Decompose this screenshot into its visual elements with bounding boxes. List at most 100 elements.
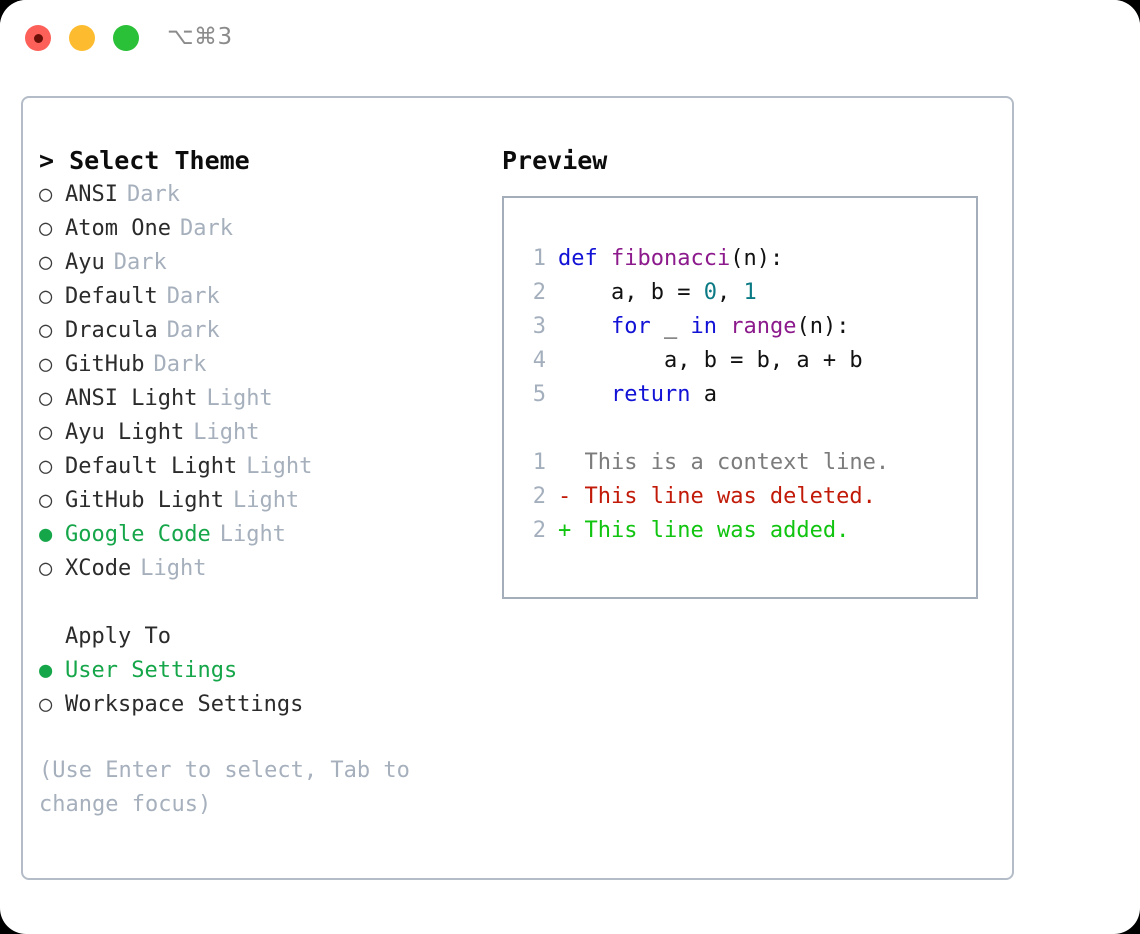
theme-name: Google Code [65,522,211,547]
theme-option-ayu[interactable]: ○ Ayu Dark [39,246,469,280]
line-number: 2 [532,280,546,305]
token-fn: range [730,314,797,339]
theme-variant-tag: Light [140,556,207,581]
token-num: 0 [703,280,717,305]
theme-name: Default Light [65,454,238,479]
line-number: 4 [532,348,546,373]
diff-body: This is a context line. [584,450,890,475]
theme-name: Dracula [65,318,158,343]
line-number: 2 [532,484,546,509]
diff-line-del: 2- This line was deleted. [520,480,976,514]
token-plain: _ [650,314,691,339]
diff-body: This line was added. [584,518,850,543]
diff-line-ctx: 1 This is a context line. [520,446,976,480]
theme-variant-tag: Dark [166,284,220,309]
code-text: for _ in range(n): [558,310,849,344]
radio-selected-icon: ● [39,658,53,683]
diff-text: - This line was deleted. [558,480,876,514]
theme-variant-tag: Light [246,454,313,479]
token-kw: for [610,314,651,339]
diff-text: + This line was added. [558,514,849,548]
radio-empty-icon: ○ [39,318,53,343]
diff-marker: - [558,484,585,509]
code-text: a, b = 0, 1 [558,276,757,310]
theme-name: Default [65,284,158,309]
apply-option-user-settings[interactable]: ● User Settings [39,654,469,688]
token-plain [558,314,611,339]
theme-variant-tag: Light [206,386,273,411]
maximize-button[interactable] [113,25,139,51]
apply-option-label: Workspace Settings [65,692,304,717]
radio-empty-icon: ○ [39,420,53,445]
radio-empty-icon: ○ [39,250,53,275]
theme-option-atom-one[interactable]: ○ Atom One Dark [39,212,469,246]
theme-name: Ayu [65,250,105,275]
diff-line-add: 2 + This line was added. [520,514,976,548]
title-bar: ⌥⌘3 [0,0,1140,78]
theme-option-ansi-light[interactable]: ○ ANSI Light Light [39,382,469,416]
radio-empty-icon: ○ [39,556,53,581]
preview-header: Preview [502,146,608,175]
select-theme-header: > Select Theme [39,146,250,175]
token-kw: def [558,246,611,271]
window-controls [25,25,139,51]
theme-name: ANSI [65,182,118,207]
theme-variant-tag: Dark [179,216,233,241]
theme-name: XCode [65,556,132,581]
theme-variant-tag: Dark [153,352,207,377]
code-text: def fibonacci(n): [558,242,783,276]
radio-empty-icon: ○ [39,216,53,241]
code-text: return a [558,378,717,412]
radio-empty-icon: ○ [39,386,53,411]
theme-option-xcode[interactable]: ○ XCode Light [39,552,469,586]
token-plain: a [690,382,717,407]
apply-option-label: User Settings [65,658,238,683]
theme-name: GitHub Light [65,488,224,513]
apply-option-workspace-settings[interactable]: ○ Workspace Settings [39,688,469,722]
theme-variant-tag: Dark [113,250,167,275]
apply-to-list: ● User Settings ○ Workspace Settings [39,654,469,722]
token-plain: (n): [730,246,784,271]
token-plain [558,382,611,407]
theme-name: ANSI Light [65,386,198,411]
theme-variant-tag: Light [232,488,300,513]
apply-to-header: Apply To [65,624,171,649]
line-number: 5 [532,382,546,407]
close-button[interactable] [25,25,51,51]
token-plain: , [716,280,744,305]
minimize-button[interactable] [69,25,95,51]
code-line: 3 for _ in range(n): [520,310,976,344]
token-plain: a, b = [558,280,704,305]
code-diff-spacer [520,412,976,446]
radio-empty-icon: ○ [39,352,53,377]
token-plain [717,314,730,339]
keyboard-hint: (Use Enter to select, Tab to change focu… [39,758,424,817]
diff-body: This line was deleted. [584,484,876,509]
radio-empty-icon: ○ [39,692,53,717]
code-line: 5 return a [520,378,976,412]
radio-selected-icon: ● [39,522,53,547]
diff-text: This is a context line. [558,446,890,480]
radio-empty-icon: ○ [39,284,53,309]
token-kw: return [610,382,691,407]
theme-variant-tag: Dark [166,318,220,343]
theme-option-dracula[interactable]: ○ Dracula Dark [39,314,469,348]
theme-option-default-light[interactable]: ○ Default Light Light [39,450,469,484]
line-number: 2 [532,518,546,543]
token-fn: fibonacci [610,246,731,271]
theme-option-default[interactable]: ○ Default Dark [39,280,469,314]
radio-empty-icon: ○ [39,182,53,207]
theme-name: Atom One [65,216,171,241]
line-number: 1 [532,246,546,271]
line-number: 3 [532,314,546,339]
radio-empty-icon: ○ [39,454,53,479]
